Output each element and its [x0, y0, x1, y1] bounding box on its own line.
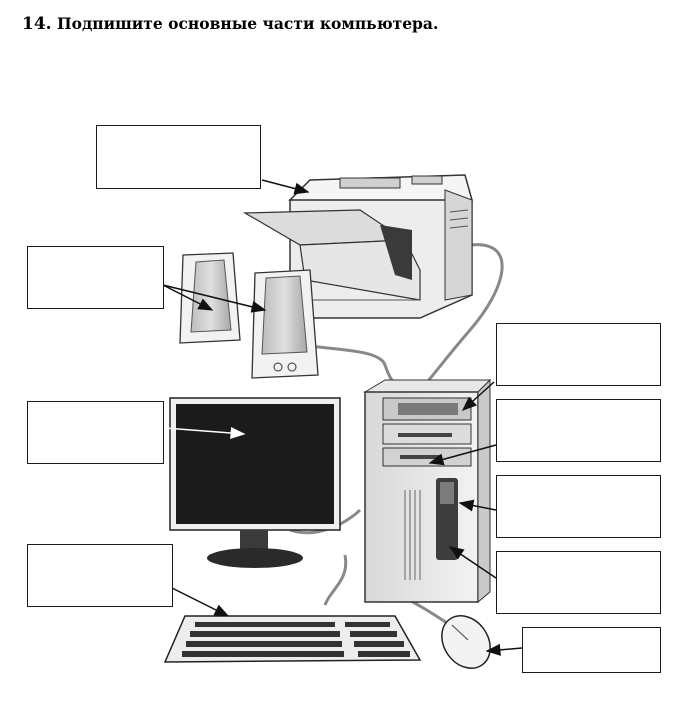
right-speaker-image	[251, 269, 319, 379]
monitor-arrow	[164, 426, 246, 439]
floppy-drive-arrow	[428, 444, 497, 466]
label-arrows	[162, 179, 523, 656]
monitor-image	[169, 397, 341, 568]
mouse-label-box[interactable]	[522, 627, 661, 673]
printer-label-box[interactable]	[96, 125, 261, 189]
cd-drive-label-box[interactable]	[496, 323, 661, 386]
monitor-label-box[interactable]	[27, 401, 164, 464]
printer-image	[242, 174, 473, 319]
mouse-arrow	[485, 643, 523, 656]
speaker-arrow-left	[162, 284, 214, 311]
floppy-drive-label-box[interactable]	[496, 399, 661, 462]
printer-arrow	[261, 179, 310, 195]
keyboard-image	[163, 615, 422, 663]
system-unit-image	[363, 378, 492, 604]
power-button-label-box[interactable]	[496, 475, 661, 538]
cd-drive-arrow	[461, 381, 495, 412]
mouse-image	[441, 615, 491, 669]
keyboard-arrow	[171, 587, 230, 617]
exercise-number: 14.	[22, 14, 52, 34]
power-button-arrow	[458, 499, 497, 512]
keyboard-label-box[interactable]	[27, 544, 173, 607]
speakers-label-box[interactable]	[27, 246, 164, 309]
system-unit-label-box[interactable]	[496, 551, 661, 614]
system-unit-arrow	[448, 546, 497, 579]
exercise-text: Подпишите основные части компьютера.	[56, 14, 439, 33]
exercise-title: 14. Подпишите основные части компьютера.	[22, 14, 438, 34]
speaker-arrow-right	[162, 284, 267, 313]
